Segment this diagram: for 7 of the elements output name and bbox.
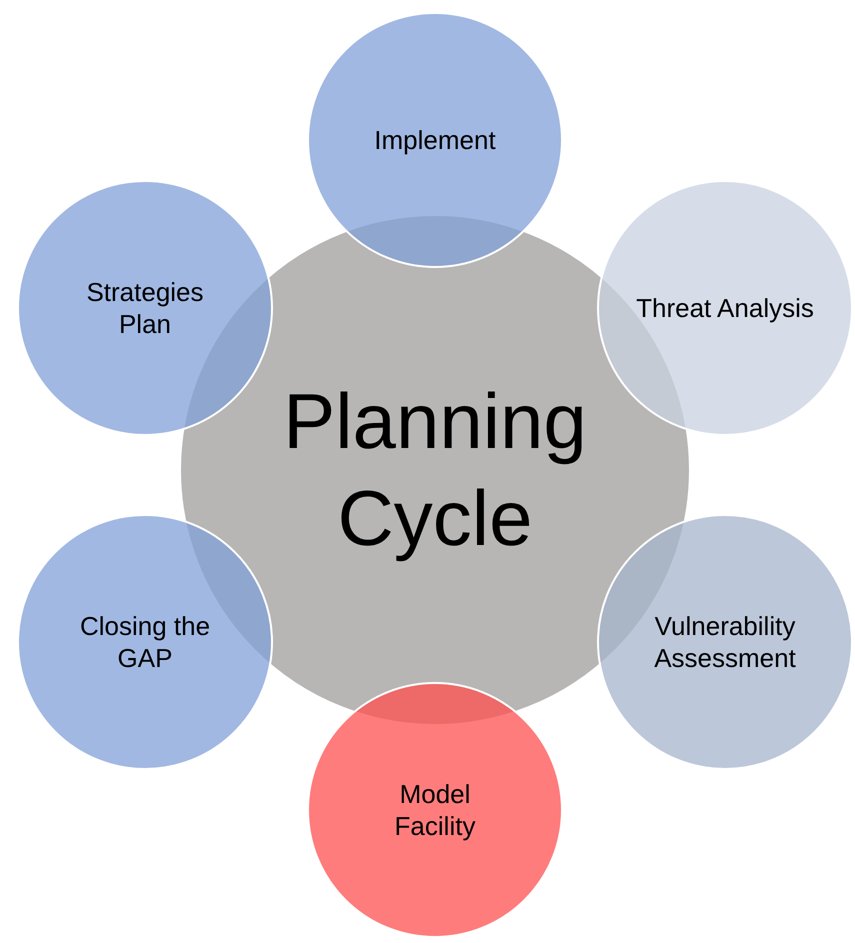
step-label: Vulnerability Assessment (653, 610, 797, 674)
title-text: Planning Cycle (282, 376, 588, 564)
step-label: Implement (373, 124, 497, 156)
step-label: Closing the GAP (78, 610, 212, 674)
step-label: Strategies Plan (85, 276, 205, 340)
step-label: Model Facility (394, 778, 476, 842)
step-label: Threat Analysis (635, 292, 815, 324)
